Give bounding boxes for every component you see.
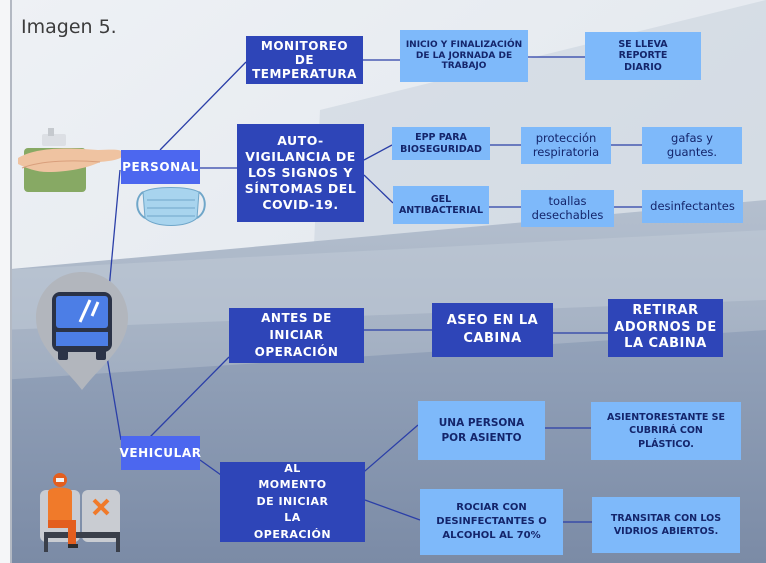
node-inicio-finalizacion: INICIO Y FINALIZACIÓN DE LA JORNADA DE T… xyxy=(400,30,528,82)
node-epp-bioseguridad: EPP PARA BIOSEGURIDAD xyxy=(392,127,490,160)
face-mask-icon xyxy=(136,187,206,226)
node-momento-iniciar: AL MOMENTO DE INICIAR LA OPERACIÓN xyxy=(220,462,365,542)
connector-personal-monitoreo xyxy=(159,61,247,151)
node-vehicular: VEHICULAR xyxy=(119,436,201,470)
node-gel-antibacterial: GEL ANTIBACTERIAL xyxy=(393,186,489,224)
bus-location-icon xyxy=(36,272,128,390)
node-toallas-desechables: toallas desechables xyxy=(521,190,614,227)
node-asiento-restante: ASIENTORESTANTE SE CUBRIRÁ CON PLÁSTICO. xyxy=(591,402,741,460)
connector-root-personal xyxy=(107,169,121,301)
node-autovigilancia: AUTO-VIGILANCIA DE LOS SIGNOS Y SÍNTOMAS… xyxy=(237,124,364,222)
node-una-persona: UNA PERSONA POR ASIENTO xyxy=(418,401,545,460)
node-desinfectantes: desinfectantes xyxy=(642,190,743,223)
node-reporte-diario: SE LLEVA REPORTE DIARIO xyxy=(585,32,701,80)
node-retirar-adornos: RETIRAR ADORNOS DE LA CABINA xyxy=(608,299,723,357)
node-monitoreo-temperatura: MONITOREO DE TEMPERATURA xyxy=(246,36,363,84)
connector-auto-epp xyxy=(363,144,393,161)
figure-title: Imagen 5. xyxy=(21,16,117,38)
connector-auto-gel xyxy=(363,174,394,204)
node-transitar-vidrios: TRANSITAR CON LOS VIDRIOS ABIERTOS. xyxy=(592,497,740,553)
node-rociar-desinfectantes: ROCIAR CON DESINFECTANTES O ALCOHOL AL 7… xyxy=(420,489,563,555)
node-antes-iniciar: ANTES DE INICIAR OPERACIÓN xyxy=(229,308,364,363)
node-personal: PERSONAL xyxy=(121,150,200,184)
node-proteccion-respiratoria: protección respiratoria xyxy=(521,127,611,164)
connector-momento-rociar xyxy=(364,499,421,521)
hand-sanitizer-icon xyxy=(18,128,124,192)
node-aseo-cabina: ASEO EN LA CABINA xyxy=(432,303,553,357)
node-gafas-guantes: gafas y guantes. xyxy=(642,127,742,164)
connector-vehicular-antes xyxy=(149,356,230,438)
seated-passenger-icon xyxy=(40,473,120,552)
